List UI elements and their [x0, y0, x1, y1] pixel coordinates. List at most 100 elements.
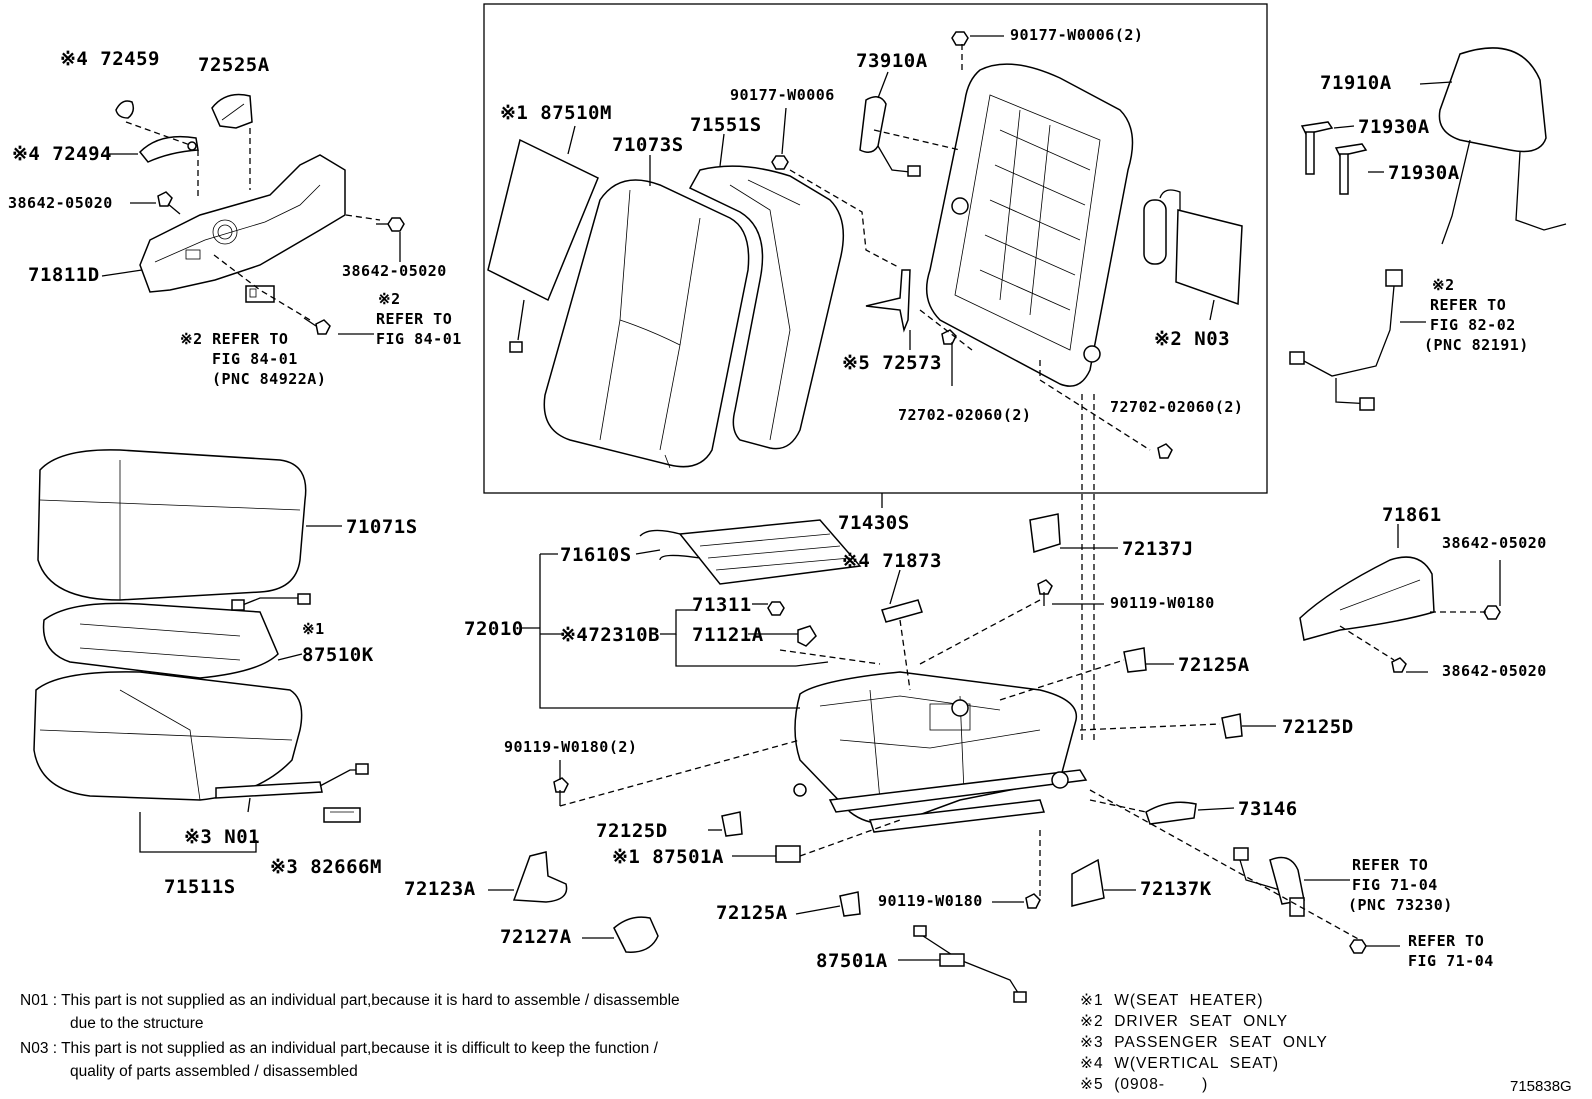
harness-87501a: [913, 925, 1027, 1003]
label-71811d: 71811D: [28, 264, 100, 286]
heater-pad-87510k: [42, 593, 311, 679]
headrest-support-72573: [865, 269, 911, 333]
label-ref5-line1: REFER TO: [1408, 932, 1485, 950]
label-ref3-line3: (PNC 82191): [1424, 336, 1529, 354]
label-87510k: 87510K: [302, 644, 374, 666]
label-73146: 73146: [1238, 798, 1298, 820]
label-ref4-line3: (PNC 73230): [1348, 896, 1453, 914]
bolt-90119-a: [1037, 579, 1053, 606]
label-71311: 71311: [692, 594, 752, 616]
label-87510k-star: ※1: [302, 620, 325, 638]
label-n03: ※2 N03: [1154, 328, 1231, 350]
label-72459: ※4 72459: [60, 48, 160, 70]
airbag-73910a: [859, 96, 921, 177]
cover-72525a: [211, 93, 253, 129]
label-73910a: 73910A: [856, 50, 928, 72]
label-71430s: 71430S: [838, 512, 910, 534]
legend-item-2: ※2 DRIVER SEAT ONLY: [1080, 1013, 1289, 1030]
label-90119-c: 90119-W0180: [878, 892, 983, 910]
label-82666m: ※3 82666M: [270, 856, 382, 878]
label-71551s: 71551S: [690, 114, 762, 136]
seatback-pad-71073s: [543, 179, 750, 469]
note-n03-line2: quality of parts assembled / disassemble…: [70, 1063, 358, 1080]
label-72125a-b: 72125A: [716, 902, 788, 924]
bolt-90119-b: [553, 777, 569, 806]
label-ref1-star: ※2: [378, 290, 401, 308]
label-72123a: 72123A: [404, 878, 476, 900]
label-n01: ※3 N01: [184, 826, 261, 848]
nut-90177-b: [951, 31, 969, 46]
label-71861: 71861: [1382, 504, 1442, 526]
screw-38642-c: [1483, 605, 1501, 620]
seatback-assembly-frame: [483, 3, 1268, 494]
label-72125d-r: 72125D: [1282, 716, 1354, 738]
label-71511s: 71511S: [164, 876, 236, 898]
cover-72137j: [1029, 513, 1061, 553]
label-ref3-line2: FIG 82-02: [1430, 316, 1516, 334]
clip-72125d-l: [721, 811, 743, 837]
nut-90177-a: [771, 155, 789, 170]
cover-73146: [1145, 801, 1197, 825]
part-n03: [1143, 189, 1243, 306]
note-n03-line1: N03 : This part is not supplied as an in…: [20, 1040, 658, 1057]
label-ref1-line1: REFER TO: [376, 310, 453, 328]
bolt-72702-a: [941, 329, 957, 386]
sensor-n01: [215, 763, 369, 813]
cover-72123a: [512, 851, 568, 903]
label-71930a-b: 71930A: [1388, 162, 1460, 184]
label-72127a: 72127A: [500, 926, 572, 948]
label-72702-b: 72702-02060(2): [1110, 398, 1244, 416]
label-ref2-line1: ※2 REFER TO: [180, 330, 289, 348]
label-71610s: 71610S: [560, 544, 632, 566]
label-ref2-line3: (PNC 84922A): [212, 370, 327, 388]
screw-38642-a: [157, 191, 181, 215]
label-ref1-line2: FIG 84-01: [376, 330, 462, 348]
label-ref3-line1: REFER TO: [1430, 296, 1507, 314]
harness-82191: [1289, 269, 1403, 411]
seatback-frame: [925, 63, 1134, 387]
label-71930a-a: 71930A: [1358, 116, 1430, 138]
cover-72137k: [1071, 858, 1105, 907]
seat-side-cover-71811d: [139, 154, 346, 293]
label-ref4-line1: REFER TO: [1352, 856, 1429, 874]
note-n01-line2: due to the structure: [70, 1015, 204, 1032]
label-38642-b: 38642-05020: [342, 262, 447, 280]
label-71073s: 71073S: [612, 134, 684, 156]
guide-71930a-b: [1334, 143, 1368, 195]
screw-38642-b: [376, 217, 405, 232]
clip-72125a-b: [839, 891, 861, 917]
bolt-lower-left: [303, 317, 331, 335]
label-38642-d: 38642-05020: [1442, 662, 1547, 680]
label-90177-a: 90177-W0006: [730, 86, 835, 104]
label-71121a: 71121A: [692, 624, 764, 646]
bolt-72702-b: [1157, 443, 1173, 459]
clip-72125d-r: [1221, 713, 1243, 739]
label-90119-b: 90119-W0180(2): [504, 738, 638, 756]
heater-pad-87510m: [487, 138, 599, 353]
cover-71873: [881, 599, 923, 623]
switch-part-84922a: [245, 285, 275, 303]
seat-cushion-pad: [33, 671, 303, 801]
seat-frame-72010: [793, 671, 1088, 833]
label-72125a-r: 72125A: [1178, 654, 1250, 676]
guide-71930a-a: [1300, 121, 1334, 175]
screw-38642-d: [1391, 657, 1407, 673]
cap-72459: [115, 100, 135, 119]
seat-spring-71610s: [639, 519, 862, 585]
label-87510m: ※1 87510M: [500, 102, 612, 124]
label-72573: ※5 72573: [842, 352, 942, 374]
label-ref3-star: ※2: [1432, 276, 1455, 294]
cover-71861: [1299, 556, 1435, 641]
seatback-cover-71551s: [688, 165, 845, 450]
label-90119-a: 90119-W0180: [1110, 594, 1215, 612]
label-71071s: 71071S: [346, 516, 418, 538]
label-72010: 72010: [464, 618, 524, 640]
label-72525a: 72525A: [198, 54, 270, 76]
bolt-90119-c: [1025, 893, 1041, 909]
clip-72125a-r: [1123, 647, 1147, 673]
label-71910a: 71910A: [1320, 72, 1392, 94]
part-82666m: [323, 807, 361, 823]
label-87501a-2: 87501A: [816, 950, 888, 972]
headrest-71910a: [1438, 47, 1567, 245]
label-ref5-line2: FIG 71-04: [1408, 952, 1494, 970]
